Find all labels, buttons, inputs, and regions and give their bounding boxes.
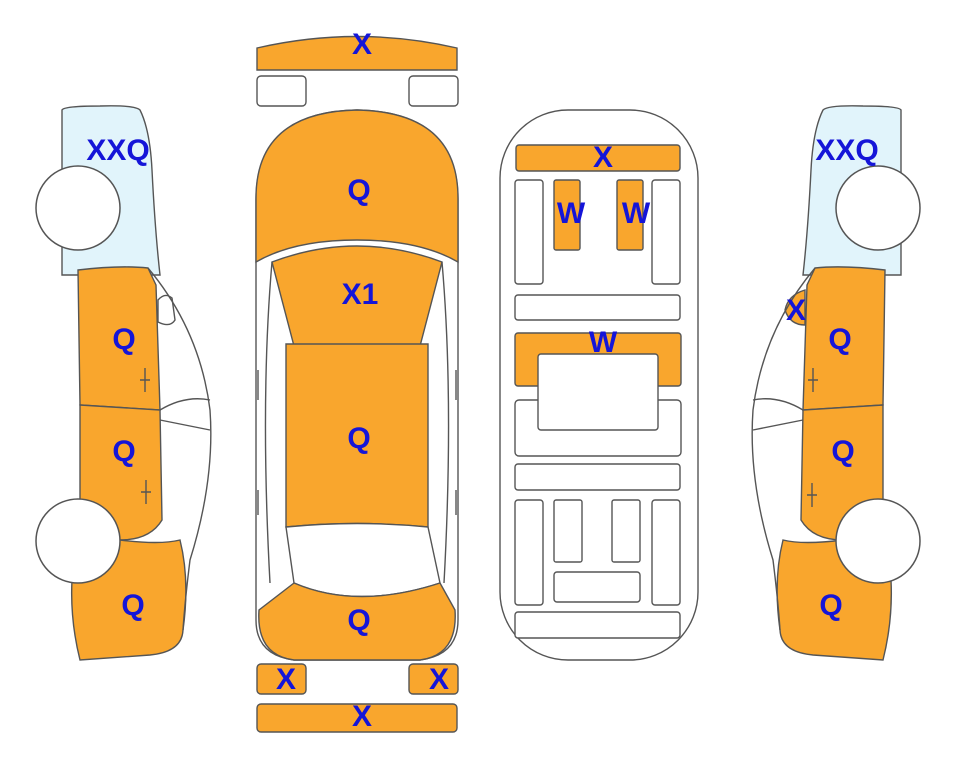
right-front-wheel <box>835 165 921 251</box>
left-window-line <box>159 398 211 431</box>
interior-trunk-floor[interactable] <box>514 611 681 639</box>
right-mirror-label: X <box>786 294 806 327</box>
front-right-seat-label: W <box>622 197 651 230</box>
interior-rear-right-seat[interactable] <box>611 499 641 563</box>
left-side-view <box>35 105 212 661</box>
left-rear-wheel <box>35 498 121 584</box>
right-front-door-label: Q <box>828 323 851 356</box>
right-side-view <box>751 105 921 661</box>
left-mirror <box>157 294 176 326</box>
left-front-door-panel[interactable] <box>77 266 161 411</box>
left-front-handle <box>140 368 150 392</box>
front-left-seat-label: W <box>557 197 586 230</box>
top-rear-right-corner[interactable] <box>408 663 459 695</box>
hood-label: Q <box>347 174 370 207</box>
left-rear-quarter-label: Q <box>121 589 144 622</box>
left-rear-door-label: Q <box>112 435 135 468</box>
top-rear-bumper[interactable] <box>256 703 458 733</box>
left-front-door-label: Q <box>112 323 135 356</box>
left-rear-handle <box>141 480 151 504</box>
top-view <box>255 35 459 733</box>
interior-front-right-seat[interactable] <box>616 179 644 251</box>
left-glass-label: XXQ <box>86 134 149 167</box>
rear-bumper-label: X <box>352 700 372 733</box>
interior-rear-bench[interactable] <box>553 571 641 603</box>
interior-rear-left-panel[interactable] <box>514 499 544 606</box>
damage-labels: XXQ Q Q Q X Q X1 Q Q X X X X W W W XXQ X… <box>86 28 878 733</box>
middle-panel-label: W <box>589 326 618 359</box>
top-windshield[interactable] <box>271 245 443 347</box>
interior-rear-right-panel[interactable] <box>651 499 681 606</box>
top-front-bumper[interactable] <box>256 35 458 71</box>
right-front-door-panel[interactable] <box>802 266 886 411</box>
right-body-outline <box>751 267 816 631</box>
interior-right-panel[interactable] <box>651 179 681 285</box>
top-right-side-lines <box>441 261 457 584</box>
right-window-line <box>752 398 804 431</box>
top-left-headlight[interactable] <box>256 75 307 107</box>
interior-rear-bar[interactable] <box>514 463 681 491</box>
interior-view <box>499 109 699 661</box>
interior-dashboard[interactable] <box>515 144 681 172</box>
right-rear-quarter-label: Q <box>819 589 842 622</box>
top-rear-window[interactable] <box>285 522 441 598</box>
left-body-outline <box>147 267 212 631</box>
top-rear-left-corner[interactable] <box>256 663 307 695</box>
right-glass-label: XXQ <box>815 134 878 167</box>
windshield-label: X1 <box>342 278 379 311</box>
right-rear-wheel <box>835 498 921 584</box>
top-right-headlight[interactable] <box>408 75 459 107</box>
top-trunk[interactable] <box>258 582 456 661</box>
front-bumper-label: X <box>352 28 372 61</box>
roof-label: Q <box>347 422 370 455</box>
interior-console[interactable] <box>537 353 659 431</box>
interior-cross-bar[interactable] <box>514 294 681 321</box>
right-rear-door-label: Q <box>831 435 854 468</box>
dashboard-label: X <box>593 141 613 174</box>
rear-right-corner-label: X <box>429 663 449 696</box>
top-hood[interactable] <box>255 109 459 264</box>
left-front-wheel <box>35 165 121 251</box>
trunk-label: Q <box>347 604 370 637</box>
rear-left-corner-label: X <box>276 663 296 696</box>
interior-left-panel[interactable] <box>514 179 544 285</box>
right-front-handle <box>808 368 818 392</box>
interior-rear-left-seat[interactable] <box>553 499 583 563</box>
interior-front-left-seat[interactable] <box>553 179 581 251</box>
right-rear-handle <box>807 483 817 507</box>
top-left-side-lines <box>257 261 273 584</box>
